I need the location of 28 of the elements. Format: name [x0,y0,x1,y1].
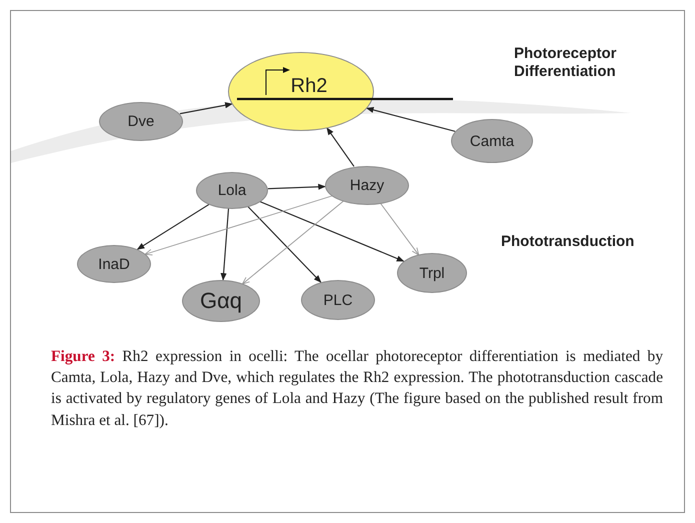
arrow [180,102,233,114]
node-label: PLC [323,292,353,308]
protein-ellipse [397,253,467,293]
protein-ellipse [325,166,409,204]
node-label: Gαq [200,288,242,314]
arrow [144,195,333,256]
arrow [268,184,326,190]
arrow [326,127,354,167]
figure-caption: Figure 3: Rh2 expression in ocelli: The ocellar photoreceptor differentiation is mediated by Camta, Lola, Hazy and Dve, which regulates the Rh2 expression. The phototransduction cascade is activated by regulatory genes of Lola and Hazy (The figure based on the published result from Mishra et al. [67]). [51,347,663,431]
arrow [136,204,210,250]
arrow [366,106,456,132]
arrow [242,200,344,284]
node-label: Lola [218,182,246,198]
arrow [260,201,404,262]
node-label: InaD [98,256,130,272]
protein-ellipse [99,102,183,140]
protein-ellipse [77,245,151,283]
node-label: Rh2 [290,74,328,98]
node-label: Hazy [350,176,384,194]
node-label: Camta [470,132,514,150]
section-label: Phototransduction [501,233,634,251]
node-label: Dve [128,112,154,130]
arrow [220,208,230,281]
section-label: Photoreceptor Differentiation [514,45,618,81]
arrow [380,203,420,256]
arrow [248,206,322,283]
protein-ellipse [196,172,268,208]
node-label: Trpl [419,264,445,282]
